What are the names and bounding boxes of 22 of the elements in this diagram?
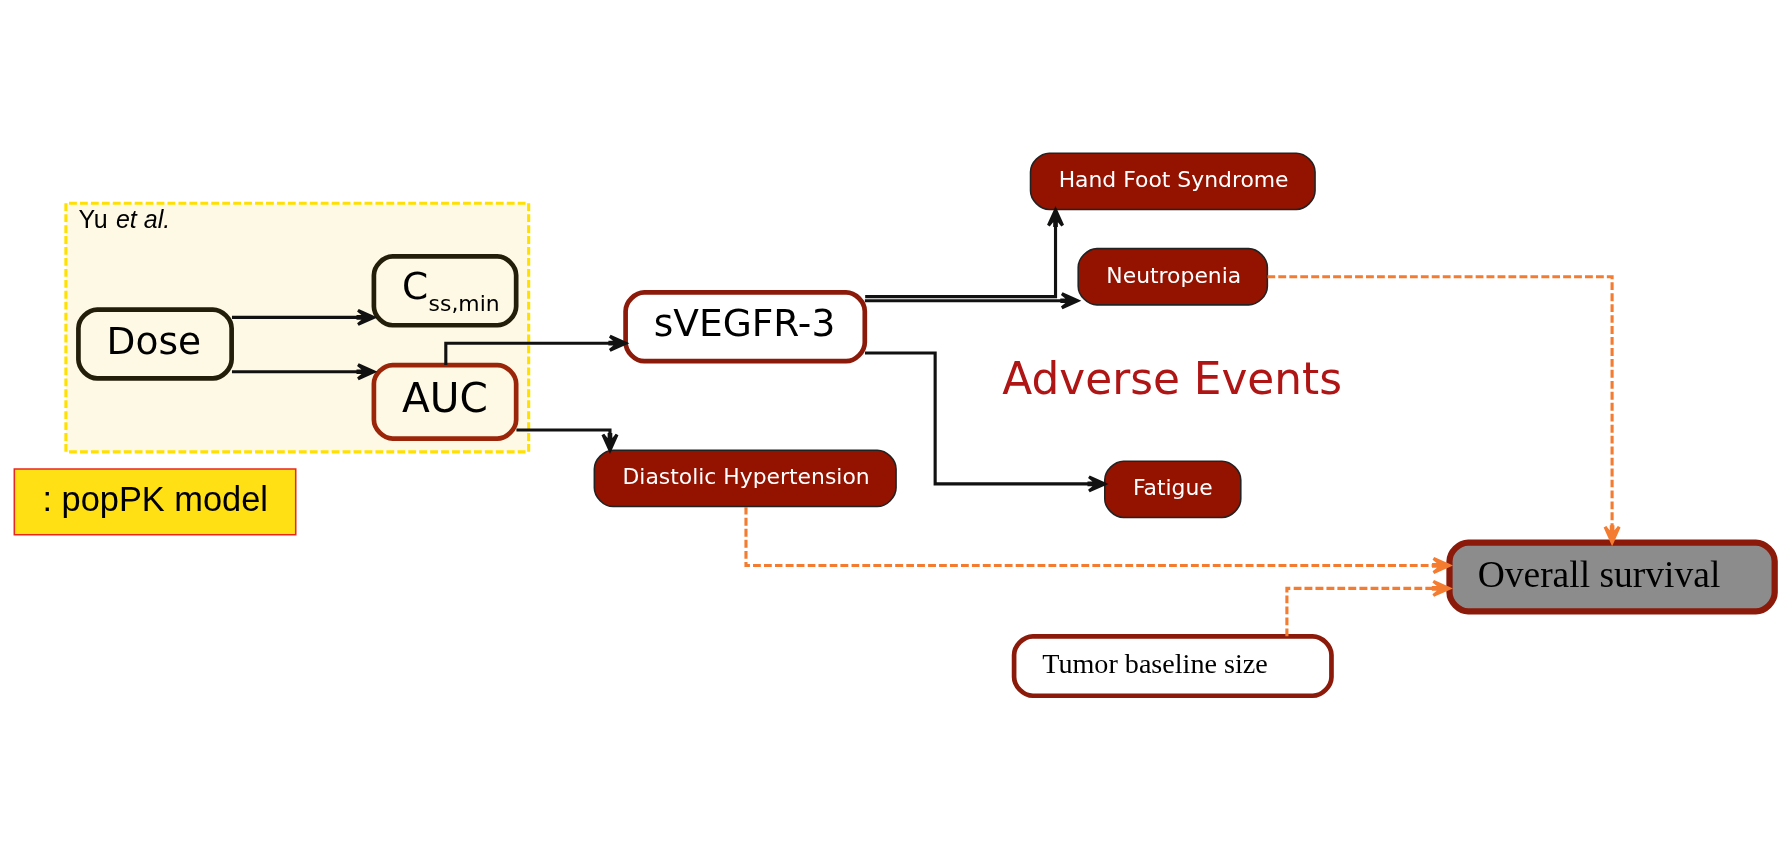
arrow [231, 363, 376, 381]
node-box: Tumor baseline size [1011, 634, 1334, 699]
node-box: Overall survival [1446, 539, 1778, 615]
arrow [1285, 579, 1451, 637]
label: Adverse Events [1002, 352, 1342, 404]
arrow [865, 208, 1065, 299]
node-box: AUC [371, 362, 519, 441]
arrow [864, 292, 1080, 310]
arrow [444, 334, 628, 366]
node-box: Fatigue [1104, 460, 1242, 519]
node-box: C$_{ss,min}$ [371, 254, 519, 328]
node-box: Hand Foot Syndrome [1029, 152, 1316, 211]
node-box: : popPK model [13, 468, 297, 536]
arrow [744, 506, 1451, 575]
node-box: sVEGFR-3 [623, 290, 868, 364]
node-box: Neutropenia [1077, 247, 1269, 306]
arrow [1267, 275, 1621, 545]
arrow [231, 308, 376, 326]
arrow [864, 351, 1107, 493]
arrow [516, 428, 619, 452]
node-box: Dose [76, 307, 234, 381]
node-box: Diastolic Hypertension [593, 449, 897, 508]
